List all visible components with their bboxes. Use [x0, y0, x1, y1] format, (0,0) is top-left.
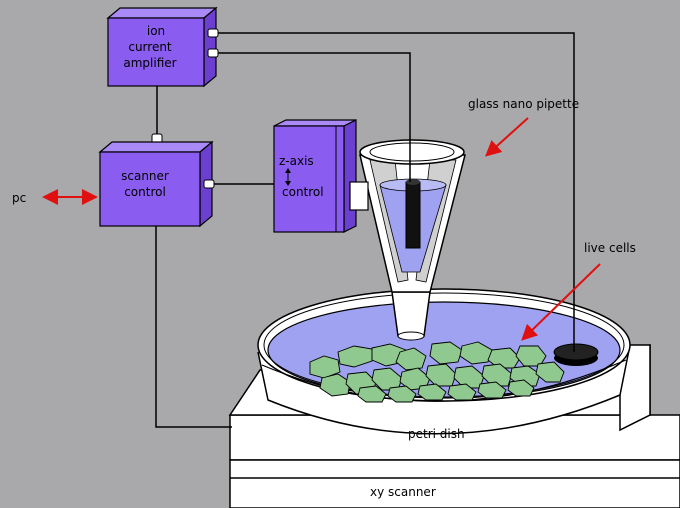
plug-connector-icon	[207, 48, 219, 58]
pc-link: pc	[12, 189, 98, 205]
pc-label: pc	[12, 191, 26, 205]
xy-scanner-label: xy scanner	[370, 485, 436, 499]
live-cells-label: live cells	[584, 241, 636, 255]
z-axis-label-line1: z-axis	[279, 154, 314, 168]
wires	[155, 32, 575, 428]
amplifier-label-line1: ion	[147, 24, 165, 38]
double-arrow-icon	[285, 168, 291, 186]
plug-connector-icon	[207, 28, 219, 38]
z-axis-label-line2: control	[282, 185, 324, 199]
amplifier-label-line2: current	[128, 40, 172, 54]
z-axis-control: z-axis control	[273, 119, 369, 233]
scanner-label-line1: scanner	[121, 169, 169, 183]
scanner-control: scanner control	[98, 140, 215, 228]
xy-scanner: xy scanner	[229, 414, 680, 508]
ion-current-amplifier: ion current amplifier	[106, 6, 219, 145]
pipette-callout: glass nano pipette	[468, 97, 579, 157]
live-cells	[309, 341, 565, 403]
amplifier-label-line3: amplifier	[123, 56, 176, 70]
live-cells-callout: live cells	[521, 241, 636, 341]
scanner-label-line2: control	[124, 185, 166, 199]
glass-nano-pipette	[359, 139, 466, 341]
pointer-arrow-icon	[521, 263, 601, 341]
pointer-arrow-icon	[485, 117, 529, 157]
petri-dish-label: petri dish	[408, 427, 465, 441]
reference-electrode	[553, 343, 599, 366]
pipette-label: glass nano pipette	[468, 97, 579, 111]
plug-connector-icon	[203, 179, 215, 189]
